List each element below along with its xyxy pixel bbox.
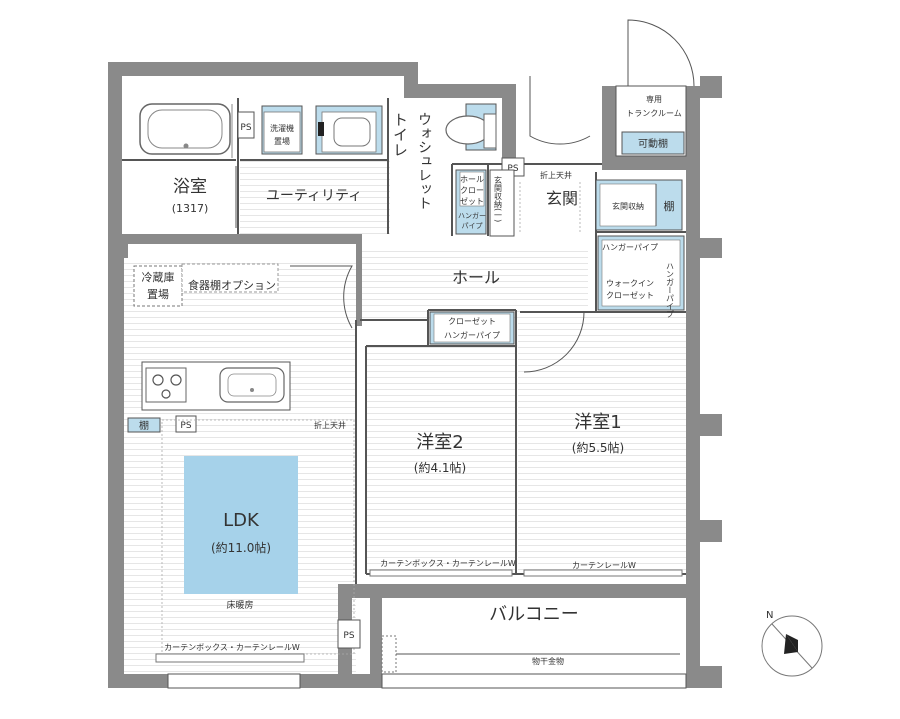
washer-frame [263, 111, 301, 153]
hanger-pipe-small-2: パイプ [462, 222, 483, 230]
compass-icon [761, 615, 823, 677]
floor-hatching [124, 160, 686, 686]
hanger-pipe-wic-vertical: ハンガーパイプ [666, 262, 675, 318]
ldk-door [290, 265, 353, 329]
hanger-pipe-small-1: ハンガー [458, 211, 486, 220]
room1-sub-label: (約5.5帖) [572, 440, 624, 455]
cupboard-area [181, 263, 279, 293]
ps-box-bath [237, 111, 255, 139]
ps-label-balcony: PS [343, 631, 354, 641]
washer-label-2: 置場 [274, 136, 290, 146]
balcony-hatch [381, 635, 397, 673]
bath-sub-label: (1317) [172, 202, 209, 215]
bathtub [139, 103, 233, 158]
ceiling-fold-entrance: 折上天井 [540, 170, 572, 180]
entrance-storage-inner [599, 183, 657, 227]
ps-label-ldk: PS [180, 421, 191, 431]
movable-shelf-label: 可動棚 [638, 137, 668, 150]
entrance-storage-label: 玄関収納 [612, 201, 644, 211]
laundry-hardware-label: 物干金物 [532, 656, 564, 666]
toilet [445, 103, 497, 151]
ldk-label: LDK [223, 510, 260, 531]
entrance-door [529, 76, 591, 145]
hall-closet-inner [459, 171, 485, 207]
room1-label: 洋室1 [574, 412, 621, 433]
room2-curtain-label: カーテンボックス・カーテンレールW [380, 559, 516, 568]
room1-curtain-box [523, 569, 683, 577]
kitchen-counter [141, 361, 291, 411]
room1-door [523, 311, 585, 373]
compass-n-label: N [766, 610, 773, 621]
hall-closet-label-1: ホール [460, 175, 484, 184]
fridge-area [133, 265, 183, 307]
room1-curtain-label: カーテンレールW [572, 561, 636, 570]
room2-sub-label: (約4.1帖) [414, 460, 466, 475]
entrance-storage-vertical-label: 玄関収納(一) [494, 175, 503, 222]
walkin-label-1: ウォークイン [606, 279, 654, 288]
ldk-shelf-label: 棚 [139, 419, 149, 432]
room2-closet-label: クローゼット [448, 316, 496, 326]
fridge-label-1: 冷蔵庫 [142, 270, 175, 284]
ps-box-balcony [337, 619, 361, 649]
ldk-curtain-label: カーテンボックス・カーテンレールW [164, 643, 300, 652]
balcony-label: バルコニー [489, 604, 579, 625]
trunk-room-label-1: 専用 [646, 94, 662, 104]
ps-label-bath: PS [240, 123, 251, 133]
toilet-washlet-label: ウォシュレット [416, 112, 432, 210]
ceiling-fold-ldk: 折上天井 [314, 420, 346, 430]
utility-label: ユーティリティ [266, 188, 362, 204]
vanity-sink [315, 105, 383, 155]
bath-label: 浴室 [173, 177, 207, 197]
ldk-curtain-box [155, 653, 305, 663]
ldk-floor-heating [184, 456, 298, 594]
hall-closet-label-3: ゼット [460, 196, 484, 206]
ldk-shelf [127, 417, 161, 433]
balcony-edge [381, 673, 687, 689]
walls [108, 62, 722, 688]
hanger-pipe-wic-label: ハンガーパイプ [602, 242, 658, 252]
ps-label-toilet: PS [507, 164, 518, 174]
entrance-storage-vertical [489, 169, 515, 237]
trunk-room-label-2: トランクルーム [626, 109, 682, 118]
ldk-window [167, 673, 301, 689]
toilet-label: トイレ [391, 112, 409, 157]
walkin-label-2: クローゼット [606, 290, 654, 300]
room2-curtain-box [369, 569, 513, 577]
room2-hanger-label: ハンガーパイプ [444, 330, 500, 340]
trunk-room-door [627, 19, 695, 87]
walkin-closet-inner [601, 239, 681, 307]
room2-closet-inner [433, 313, 511, 343]
washer-label-1: 洗濯機 [270, 123, 294, 133]
hall-label: ホール [452, 268, 500, 287]
floor-heating-label: 床暖房 [226, 599, 253, 611]
movable-shelf [621, 131, 685, 155]
fridge-label-2: 置場 [147, 288, 169, 301]
cupboard-label: 食器棚オプション [188, 278, 276, 292]
entrance-shelf-label: 棚 [664, 199, 675, 213]
entrance-label: 玄関 [546, 189, 578, 208]
hall-closet-label-2: クロー [460, 186, 484, 195]
ldk-sub-label: (約11.0帖) [211, 540, 271, 555]
room2-label: 洋室2 [416, 432, 463, 453]
